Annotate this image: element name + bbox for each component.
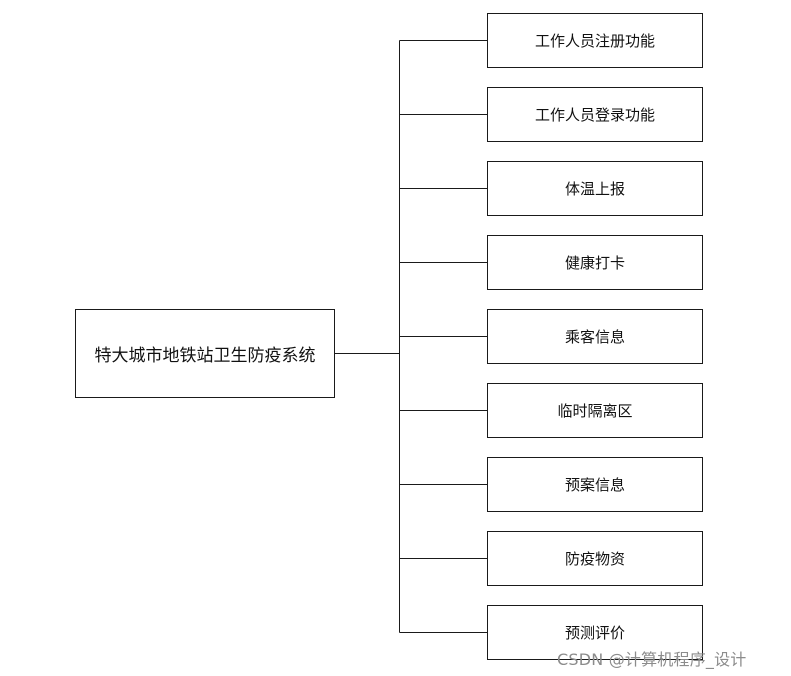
child-node-staff-register: 工作人员注册功能 [487, 13, 703, 68]
child-node-label: 工作人员注册功能 [534, 32, 655, 50]
child-node-health-checkin: 健康打卡 [487, 235, 703, 290]
child-node-label: 体温上报 [564, 180, 625, 198]
child-node-temperature-report: 体温上报 [487, 161, 703, 216]
child-node-label: 乘客信息 [564, 328, 625, 346]
watermark-text: CSDN @计算机程序_设计 [557, 650, 747, 669]
child-node-label: 防疫物资 [564, 550, 625, 568]
child-node-plan-info: 预案信息 [487, 457, 703, 512]
child-node-passenger-info: 乘客信息 [487, 309, 703, 364]
child-node-label: 临时隔离区 [557, 402, 633, 420]
child-node-label: 预测评价 [564, 624, 625, 642]
root-node-label: 特大城市地铁站卫生防疫系统 [94, 346, 316, 366]
child-node-label: 工作人员登录功能 [534, 106, 655, 124]
child-node-staff-login: 工作人员登录功能 [487, 87, 703, 142]
child-node-isolation-area: 临时隔离区 [487, 383, 703, 438]
child-node-forecast-evaluation: 预测评价 [487, 605, 703, 660]
child-node-label: 预案信息 [564, 476, 625, 494]
root-node: 特大城市地铁站卫生防疫系统 [75, 309, 335, 398]
child-node-label: 健康打卡 [564, 254, 625, 272]
child-node-epidemic-supplies: 防疫物资 [487, 531, 703, 586]
